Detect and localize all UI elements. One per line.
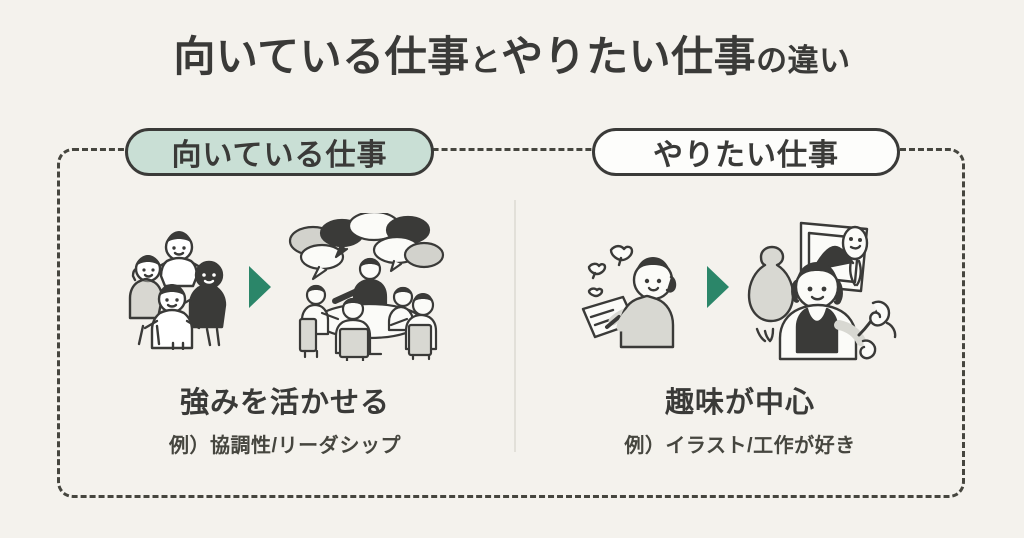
person-drawing-illustration-with-birds-icon (577, 225, 697, 350)
column-desired-job: 趣味が中心 例）イラスト/工作が好き (530, 200, 950, 470)
page-title-conjunction: と (469, 43, 502, 78)
caption-desired-job: 趣味が中心 例）イラスト/工作が好き (624, 387, 856, 458)
page-title-suffix: の違い (756, 43, 851, 78)
badge-suited-job: 向いている仕事 (125, 128, 434, 176)
caption-suited-job-sub: 例）協調性/リーダシップ (169, 434, 401, 457)
illustration-row-right (577, 212, 904, 362)
group-of-people-holding-hands-icon (119, 225, 239, 350)
badge-desired-job: やりたい仕事 (592, 128, 900, 176)
badge-desired-job-label: やりたい仕事 (653, 139, 839, 172)
caption-desired-job-main: 趣味が中心 (664, 387, 815, 419)
column-divider (514, 200, 516, 452)
caption-desired-job-sub: 例）イラスト/工作が好き (624, 434, 856, 457)
column-suited-job: 強みを活かせる 例）協調性/リーダシップ (75, 200, 495, 470)
badge-suited-job-label: 向いている仕事 (171, 139, 388, 172)
page-title-part-2: やりたい仕事 (501, 33, 757, 80)
team-meeting-with-speech-bubbles-icon (281, 213, 451, 361)
arrow-right-icon-left (249, 266, 271, 308)
dashed-content-frame (57, 148, 965, 498)
page-title: 向いている仕事とやりたい仕事の違い (0, 36, 1024, 78)
arrow-right-icon-right (706, 266, 729, 308)
caption-suited-job-main: 強みを活かせる (179, 387, 390, 419)
illustration-row-left (119, 212, 451, 362)
person-with-handmade-crafts-icon (739, 213, 904, 361)
page-title-part-1: 向いている仕事 (173, 33, 470, 80)
caption-suited-job: 強みを活かせる 例）協調性/リーダシップ (169, 387, 401, 458)
